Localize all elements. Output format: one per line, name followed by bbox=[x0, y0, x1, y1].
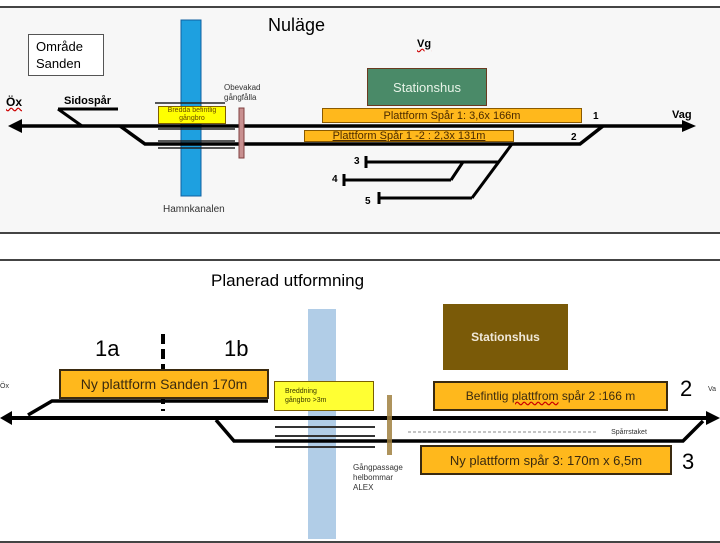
track-number-2: 2 bbox=[571, 132, 577, 143]
current-layout-panel: Nuläge Område Sanden Öx Sidospår Vag Vg … bbox=[0, 6, 720, 234]
right-destination: Vag bbox=[672, 109, 692, 121]
siding-switch bbox=[57, 107, 83, 128]
planned-layout-panel: Planerad utformning 1a 1b Öx Va Ny platt… bbox=[0, 259, 720, 543]
track-number-3: 3 bbox=[682, 449, 695, 474]
section-1b-label: 1b bbox=[224, 336, 249, 361]
crossing-label: Obevakad gångfålla bbox=[224, 83, 260, 103]
sanden-track bbox=[27, 399, 268, 417]
panel-title: Nuläge bbox=[268, 15, 326, 35]
footbridge-label-line: gångbro >3m bbox=[285, 397, 327, 404]
footbridge-label-line: Breddning bbox=[285, 388, 317, 395]
track-number-3: 3 bbox=[354, 156, 360, 167]
right-destination: Va bbox=[708, 386, 717, 393]
arrow-left-icon bbox=[0, 411, 12, 425]
track-number-4: 4 bbox=[332, 174, 338, 185]
new-platform-sanden: Ny plattform Sanden 170m bbox=[59, 369, 269, 399]
new-platform-track-3: Ny plattform spår 3: 170m x 6,5m bbox=[420, 445, 672, 475]
panel-title: Planerad utformning bbox=[211, 271, 365, 290]
track-number-1: 1 bbox=[593, 111, 599, 122]
track-3 bbox=[214, 418, 705, 443]
existing-platform-label: Befintlig plattfrom spår 2 :166 m bbox=[465, 389, 636, 403]
track-2 bbox=[118, 124, 605, 146]
arrow-right-icon bbox=[706, 411, 720, 425]
track-number-5: 5 bbox=[365, 196, 371, 207]
passage-label-line: Gångpassage bbox=[353, 463, 403, 472]
unguarded-crossing bbox=[238, 107, 245, 159]
arrow-left-icon bbox=[8, 119, 22, 133]
passage-label: Gångpassage helbommar ALEX bbox=[353, 463, 403, 493]
siding-label: Sidospår bbox=[64, 95, 112, 107]
passage-label-line: ALEX bbox=[353, 483, 374, 492]
current-track-diagram bbox=[8, 19, 696, 204]
station-building: Stationshus bbox=[367, 68, 487, 106]
track-4-branch bbox=[449, 161, 465, 181]
arrow-right-icon bbox=[682, 120, 696, 132]
left-destination: Öx bbox=[0, 383, 9, 390]
platform-track-1-2: Plattform Spår 1 -2 : 2,3x 131m bbox=[304, 130, 514, 142]
area-label-line: Sanden bbox=[36, 56, 81, 71]
footbridge-label-line: gångbro bbox=[179, 115, 205, 122]
passage-label-line: helbommar bbox=[353, 473, 394, 482]
pedestrian-passage bbox=[387, 395, 392, 455]
fence-label: Spårrstaket bbox=[596, 426, 662, 438]
platform-track-1: Plattform Spår 1: 3,6x 166m bbox=[322, 108, 582, 123]
footbridge-label-line: Bredda befintlig bbox=[167, 107, 217, 114]
track-5-branch bbox=[470, 143, 514, 199]
harbour-canal bbox=[308, 309, 336, 539]
section-1a-label: 1a bbox=[95, 336, 120, 361]
left-destination: Öx bbox=[6, 95, 23, 109]
misspelled-word: plattfrom bbox=[511, 389, 559, 403]
area-label: Område Sanden bbox=[28, 34, 104, 76]
road-label: Vg bbox=[417, 38, 432, 50]
station-building: Stationshus bbox=[443, 304, 568, 370]
area-label-line: Område bbox=[36, 39, 83, 54]
crossing-label-line: Obevakad bbox=[224, 83, 261, 92]
footbridge-widening-box: Breddning gångbro >3m bbox=[274, 381, 374, 411]
footbridge-widen-box: Bredda befintlig gångbro bbox=[158, 106, 226, 124]
track-number-2: 2 bbox=[680, 376, 693, 401]
canal-label: Hamnkanalen bbox=[163, 204, 225, 215]
crossing-label-line: gångfålla bbox=[224, 93, 257, 102]
existing-platform-track-2: Befintlig plattfrom spår 2 :166 m bbox=[433, 381, 668, 411]
